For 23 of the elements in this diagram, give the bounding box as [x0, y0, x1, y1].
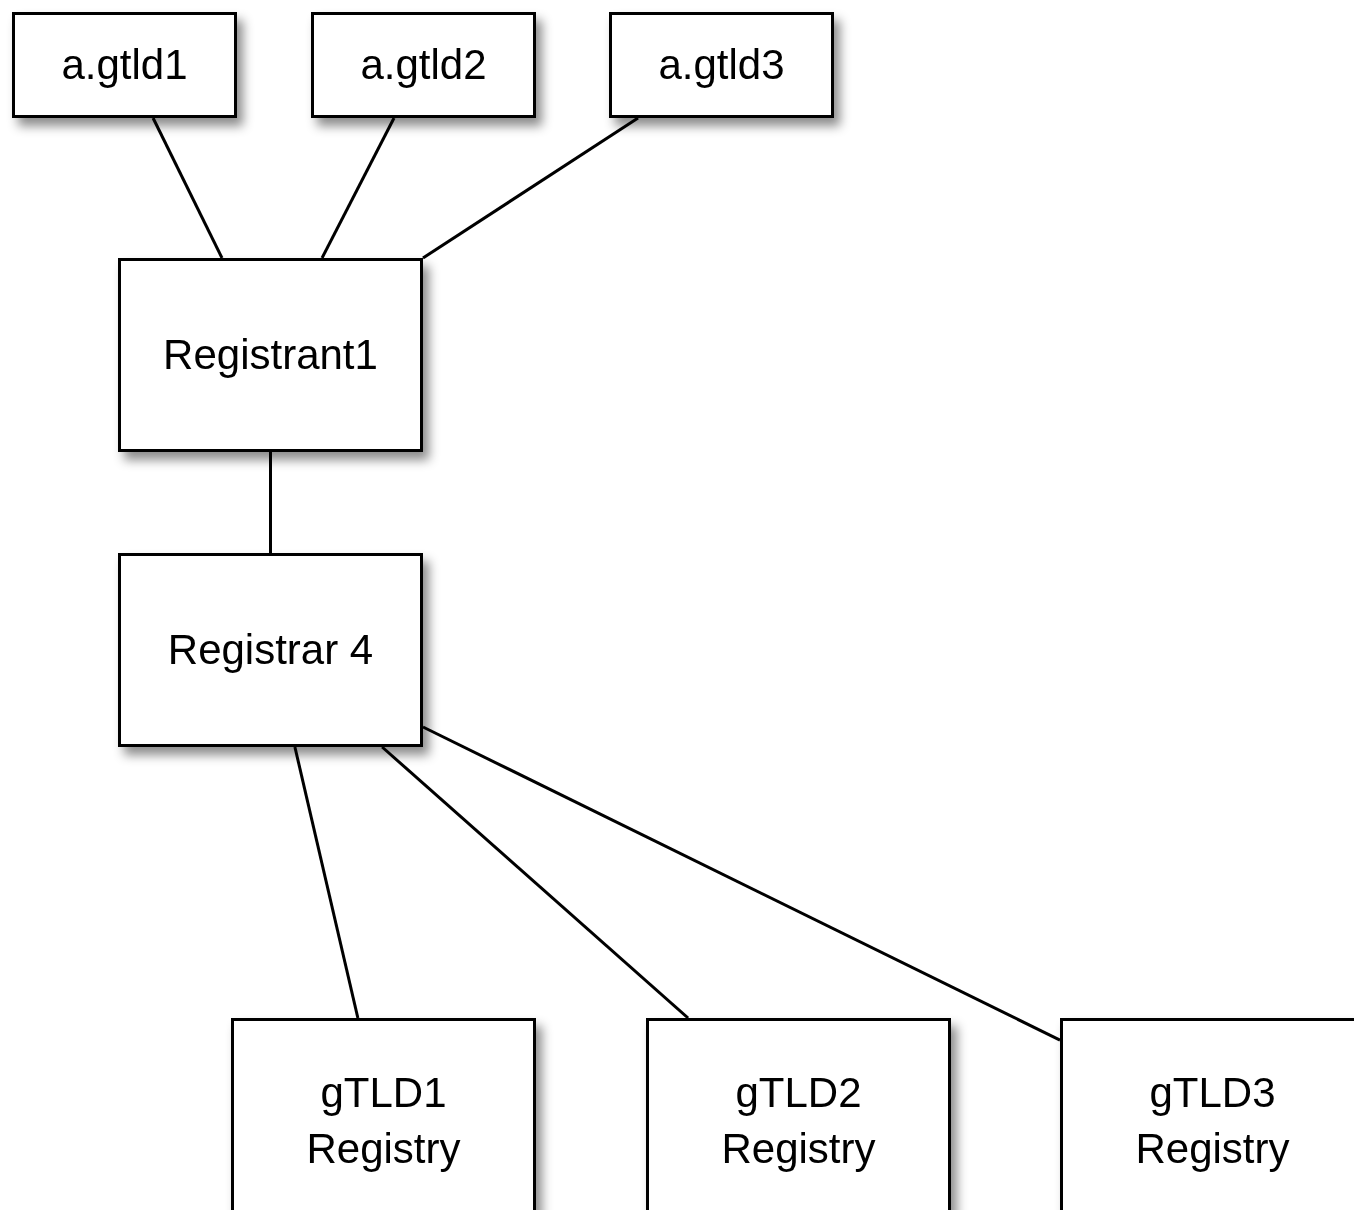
entity-box: [12, 12, 237, 118]
box-label: gTLD2 Registry: [720, 1068, 877, 1174]
entity-box: [118, 258, 423, 452]
box-label: Registrant1: [163, 330, 378, 380]
entity-box: [646, 1018, 951, 1210]
connector-line: [320, 117, 396, 259]
connector-line: [422, 116, 639, 260]
box-label: Registrar 4: [167, 625, 374, 675]
connector-line: [151, 117, 224, 259]
box-label: gTLD3 Registry: [1134, 1068, 1291, 1174]
connector-line: [381, 745, 690, 1020]
connector-line: [422, 725, 1061, 1042]
entity-box: [311, 12, 536, 118]
box-label: a.gtld1: [61, 40, 188, 90]
entity-box: [609, 12, 834, 118]
connector-line: [269, 452, 272, 553]
entity-box: [1060, 1018, 1354, 1210]
box-label: a.gtld2: [360, 40, 487, 90]
entity-box: [231, 1018, 536, 1210]
entity-box: [118, 553, 423, 747]
connector-line: [293, 746, 360, 1019]
box-label: a.gtld3: [658, 40, 785, 90]
box-label: gTLD1 Registry: [305, 1068, 462, 1174]
